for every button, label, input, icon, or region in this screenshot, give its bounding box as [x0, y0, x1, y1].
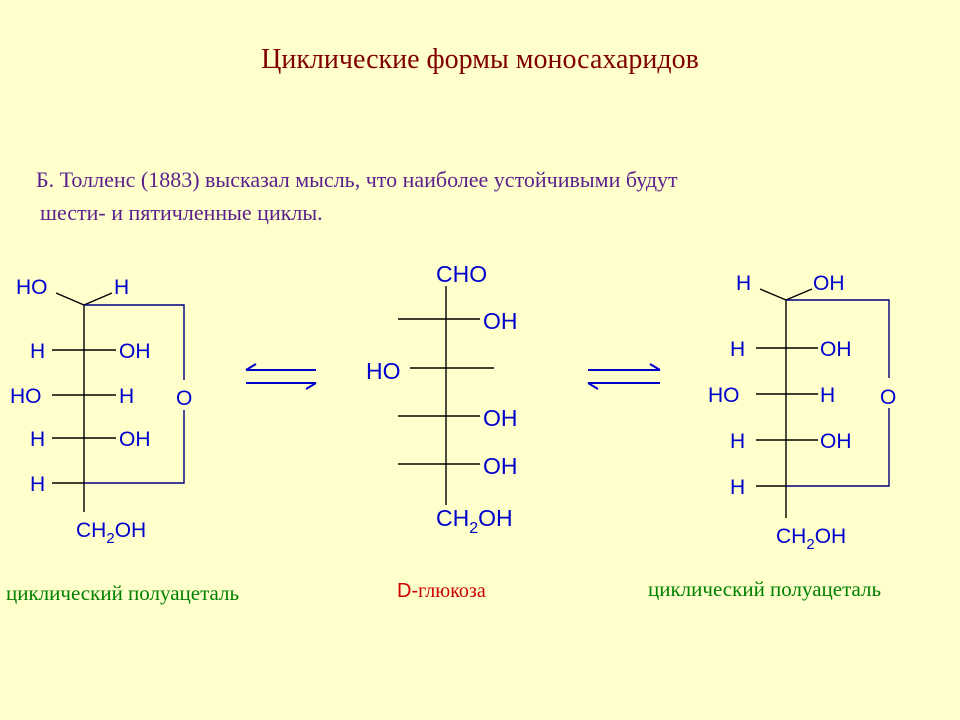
right-arrow-bottom-head [587, 382, 599, 390]
left-top-left-label: HO [16, 276, 48, 299]
left-arrow-bottom-head [305, 382, 317, 390]
left-anomeric-bond-h [83, 292, 113, 306]
left-cyclic-structure: HO H H OH HO H H OH H O CH2OH циклически… [6, 276, 239, 605]
left-r2-left-label: HO [10, 385, 42, 408]
right-r3-right-label: OH [820, 430, 852, 453]
right-bottom-group: CH2OH [776, 525, 846, 553]
left-ring-oxygen: O [176, 387, 192, 410]
left-caption: циклический полуацеталь [6, 581, 239, 605]
center-r3-right-label: OH [483, 405, 518, 431]
center-top-label: CHO [436, 261, 487, 287]
right-r4-left-label: H [730, 476, 745, 499]
left-r3-left-label: H [30, 428, 45, 451]
left-anomeric-bond-ho [55, 292, 85, 306]
right-ring-lower [786, 408, 890, 487]
right-ring-oxygen: O [880, 386, 896, 409]
right-equilibrium-arrows [587, 363, 661, 390]
right-cyclic-structure: H OH H OH HO H H OH H O CH2OH циклически… [648, 272, 896, 601]
center-caption: D-глюкоза [397, 580, 486, 602]
right-top-right-label: OH [813, 272, 845, 295]
center-r4-right-label: OH [483, 453, 518, 479]
right-r1-left-label: H [730, 338, 745, 361]
center-bottom-group: CH2OH [436, 505, 513, 537]
center-r2-left-label: HO [366, 358, 401, 384]
right-anomeric-bond-h [759, 288, 787, 301]
left-r3-right-label: OH [119, 428, 151, 451]
slide-title: Циклические формы моносахаридов [261, 44, 699, 75]
right-r1-right-label: OH [820, 338, 852, 361]
left-equilibrium-arrows [245, 363, 317, 390]
left-r1-left-label: H [30, 340, 45, 363]
left-arrow-top-head [245, 363, 257, 371]
right-ring-upper [786, 299, 890, 378]
left-r2-right-label: H [119, 385, 134, 408]
left-bottom-group: CH2OH [76, 519, 146, 547]
left-ring-upper [84, 304, 185, 380]
right-arrow-top-head [649, 363, 661, 371]
left-ring-lower [84, 410, 185, 484]
right-top-left-label: H [736, 272, 751, 295]
right-r2-left-label: HO [708, 384, 740, 407]
right-caption: циклический полуацеталь [648, 577, 881, 601]
right-r2-right-label: H [820, 384, 835, 407]
center-open-chain-structure: CHO OH HO OH OH CH2OH D-глюкоза [366, 261, 518, 602]
right-r3-left-label: H [730, 430, 745, 453]
right-anomeric-bond-oh [785, 288, 813, 301]
intro-line-2: шести- и пятичленные циклы. [40, 200, 323, 225]
intro-text: Б. Толленс (1883) высказал мысль, что на… [36, 163, 936, 229]
left-r1-right-label: OH [119, 340, 151, 363]
left-top-right-label: H [114, 276, 129, 299]
intro-line-1: Б. Толленс (1883) высказал мысль, что на… [36, 167, 678, 192]
center-r1-right-label: OH [483, 308, 518, 334]
left-r4-left-label: H [30, 473, 45, 496]
